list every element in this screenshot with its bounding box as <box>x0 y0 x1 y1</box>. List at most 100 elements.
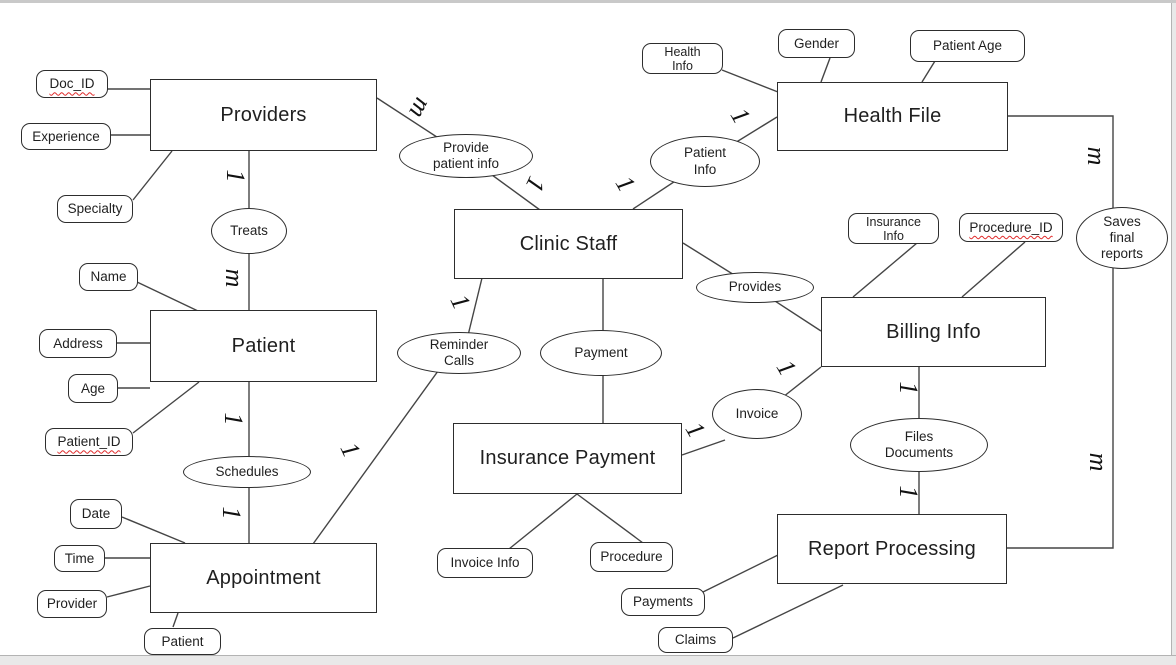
connector-healthfile-savesreports-report <box>1007 115 1114 549</box>
cardinality-providers-treats[interactable]: 1 <box>221 169 250 183</box>
cardinality-report-saves-reports[interactable]: m <box>1084 452 1113 472</box>
attribute-gender-label: Gender <box>793 35 840 51</box>
right-scroll-gutter[interactable] <box>1171 0 1176 665</box>
attribute-specialty[interactable]: Specialty <box>57 195 133 223</box>
attribute-doc-id[interactable]: Doc_ID <box>36 70 108 98</box>
connector-procedureid-billing <box>961 241 1026 298</box>
attribute-age-label: Age <box>80 380 106 396</box>
relationship-reminder-calls[interactable]: Reminder Calls <box>397 332 521 374</box>
connector-remindercalls-appointment <box>312 359 447 545</box>
attribute-provider[interactable]: Provider <box>37 590 107 618</box>
attribute-patient-id[interactable]: Patient_ID <box>45 428 133 456</box>
relationship-provides-label: Provides <box>728 279 782 295</box>
attribute-payments-label: Payments <box>632 594 694 610</box>
entity-clinic-staff[interactable]: Clinic Staff <box>454 209 683 279</box>
attribute-address-label: Address <box>53 335 103 351</box>
entity-appointment-label: Appointment <box>206 566 321 589</box>
attribute-address[interactable]: Address <box>39 329 117 358</box>
entity-billing-info[interactable]: Billing Info <box>821 297 1046 367</box>
attribute-procedure[interactable]: Procedure <box>590 542 673 572</box>
relationship-provides[interactable]: Provides <box>696 272 814 303</box>
attribute-specialty-label: Specialty <box>67 201 123 217</box>
entity-insurance-payment[interactable]: Insurance Payment <box>453 423 682 494</box>
relationship-files-documents-label: Files Documents <box>884 428 954 460</box>
connector-billing-invoice <box>782 366 822 398</box>
connector-gender-healthfile <box>820 57 831 83</box>
entity-health-file[interactable]: Health File <box>777 82 1008 151</box>
entity-patient[interactable]: Patient <box>150 310 377 382</box>
cardinality-health-file-saves-reports[interactable]: m <box>1082 146 1111 166</box>
relationship-schedules[interactable]: Schedules <box>183 456 311 488</box>
attribute-patient-age-label: Patient Age <box>932 38 1003 54</box>
attribute-date-label: Date <box>81 506 111 522</box>
attribute-date[interactable]: Date <box>70 499 122 529</box>
cardinality-treats-patient[interactable]: m <box>220 268 249 288</box>
entity-report-processing-label: Report Processing <box>808 537 976 560</box>
relationship-payment[interactable]: Payment <box>540 330 662 376</box>
cardinality-schedules-appointment[interactable]: 1 <box>217 506 246 520</box>
attribute-doc-id-label: Doc_ID <box>49 76 95 92</box>
attribute-health-info[interactable]: Health Info <box>642 43 723 74</box>
attribute-patient-age[interactable]: Patient Age <box>910 30 1025 62</box>
attribute-invoice-info[interactable]: Invoice Info <box>437 548 533 578</box>
attribute-claims-label: Claims <box>674 632 717 648</box>
relationship-treats[interactable]: Treats <box>211 208 287 254</box>
relationship-payment-label: Payment <box>574 344 628 360</box>
relationship-patient-info-label: Patient Info <box>683 145 727 177</box>
relationship-invoice-label: Invoice <box>735 405 779 421</box>
attribute-name[interactable]: Name <box>79 263 138 291</box>
entity-report-processing[interactable]: Report Processing <box>777 514 1007 584</box>
connector-invoiceinfo-insurancepayment <box>508 493 578 550</box>
attribute-insurance-info[interactable]: Insurance Info <box>848 213 939 244</box>
relationship-saves-final-reports[interactable]: Saves final reports <box>1076 207 1168 269</box>
connector-healthinfo-healthfile <box>721 69 779 93</box>
attribute-claims[interactable]: Claims <box>658 627 733 653</box>
attribute-insurance-info-label: Insurance Info <box>866 214 921 243</box>
cardinality-files-documents-report[interactable]: 1 <box>894 485 923 499</box>
relationship-provide-patient-info-label: Provide patient info <box>432 139 500 171</box>
connector-procedure-insurancepayment <box>576 493 644 544</box>
entity-insurance-payment-label: Insurance Payment <box>479 447 656 469</box>
window-top-edge <box>0 0 1176 3</box>
cardinality-billing-files-documents[interactable]: 1 <box>894 381 923 395</box>
connector-name-patient <box>136 281 199 312</box>
attribute-procedure-label: Procedure <box>600 549 663 565</box>
attribute-time[interactable]: Time <box>54 545 105 572</box>
bottom-scroll-gutter[interactable] <box>0 655 1176 665</box>
attribute-gender[interactable]: Gender <box>778 29 855 58</box>
connector-patientid-patient <box>132 381 200 434</box>
connector-claims-report <box>732 584 844 639</box>
attribute-patient-label: Patient <box>161 633 204 649</box>
attribute-time-label: Time <box>64 550 95 566</box>
entity-providers-label: Providers <box>220 103 307 126</box>
relationship-treats-label: Treats <box>230 222 268 238</box>
connector-payments-report <box>702 554 779 593</box>
relationship-reminder-calls-label: Reminder Calls <box>429 336 489 368</box>
relationship-invoice[interactable]: Invoice <box>712 389 802 439</box>
connector-date-appointment <box>121 516 186 544</box>
relationship-patient-info[interactable]: Patient Info <box>650 136 760 187</box>
relationship-schedules-label: Schedules <box>215 463 279 479</box>
connector-specialty-providers <box>132 150 173 201</box>
attribute-patient-id-label: Patient_ID <box>57 434 121 450</box>
attribute-procedure-id[interactable]: Procedure_ID <box>959 213 1063 242</box>
connector-invoice-insurancepayment <box>681 439 726 456</box>
attribute-payments[interactable]: Payments <box>621 588 705 616</box>
attribute-experience[interactable]: Experience <box>21 123 111 150</box>
relationship-provide-patient-info[interactable]: Provide patient info <box>399 134 533 178</box>
attribute-health-info-label: Health Info <box>664 44 701 73</box>
entity-patient-label: Patient <box>231 334 296 357</box>
attribute-experience-label: Experience <box>32 128 100 144</box>
entity-health-file-label: Health File <box>843 105 942 127</box>
attribute-invoice-info-label: Invoice Info <box>450 555 520 571</box>
connector-provider-appointment <box>106 585 151 598</box>
entity-clinic-staff-label: Clinic Staff <box>519 232 618 255</box>
relationship-files-documents[interactable]: Files Documents <box>850 418 988 472</box>
attribute-patient[interactable]: Patient <box>144 628 221 655</box>
entity-appointment[interactable]: Appointment <box>150 543 377 613</box>
attribute-age[interactable]: Age <box>68 374 118 403</box>
relationship-saves-final-reports-label: Saves final reports <box>1100 213 1144 262</box>
entity-providers[interactable]: Providers <box>150 79 377 151</box>
attribute-provider-label: Provider <box>46 596 98 612</box>
cardinality-patient-schedules[interactable]: 1 <box>219 412 248 426</box>
